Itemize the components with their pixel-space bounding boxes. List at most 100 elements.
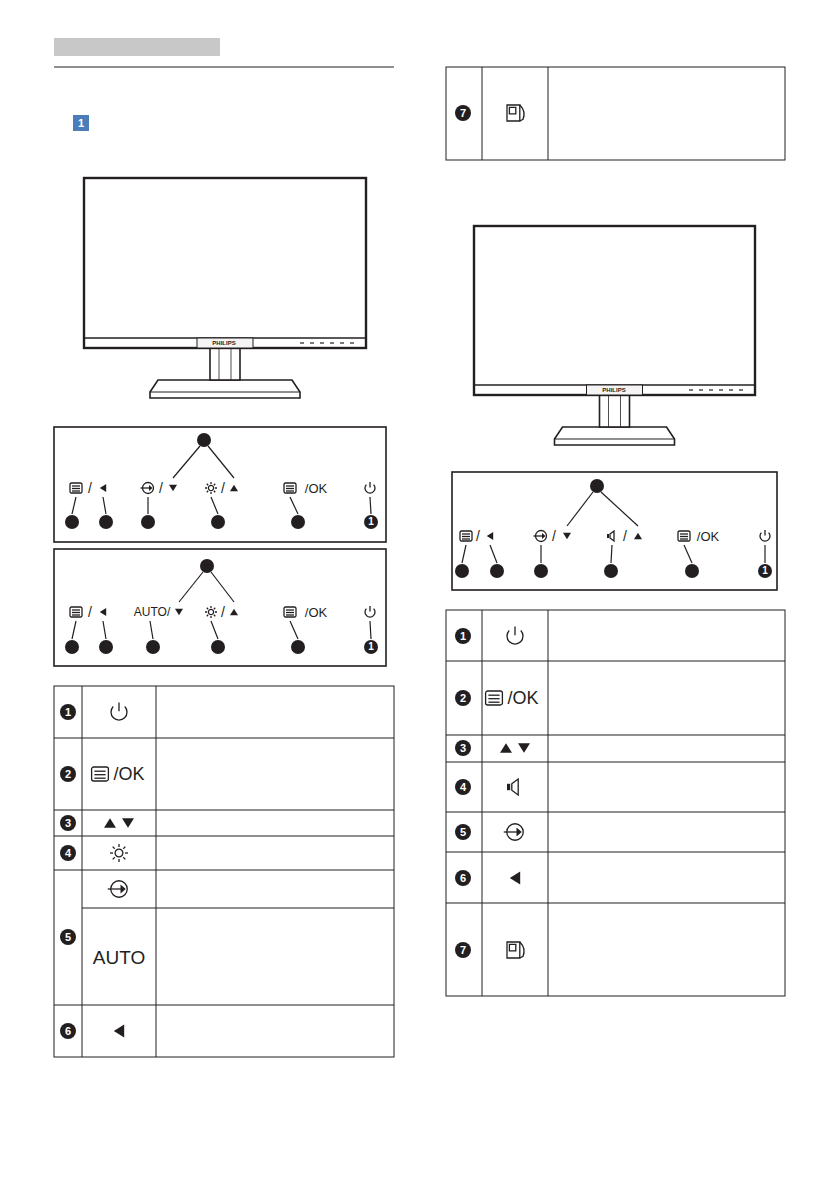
down-icon-part — [563, 533, 571, 539]
button-panel-part — [211, 572, 234, 602]
callout-number: 2 — [65, 769, 71, 780]
monitor-left-part — [197, 338, 253, 348]
menu-icon-part — [286, 490, 294, 491]
section-number-box — [73, 115, 89, 131]
callout-number: 4 — [65, 848, 71, 859]
callout-circle — [455, 105, 471, 121]
callout-circle — [60, 1023, 76, 1039]
button-panel-part — [208, 446, 234, 478]
sun-icon-part — [207, 491, 208, 492]
left-icon — [114, 1025, 124, 1038]
button-label: AUTO/ — [134, 606, 170, 618]
button-panel-part — [103, 497, 106, 514]
monitor-right-part — [739, 389, 743, 390]
menu-icon-part — [462, 536, 470, 537]
button-separator: / — [88, 481, 92, 495]
monitor-right-part — [608, 395, 609, 427]
menu-icon-part — [72, 485, 80, 486]
smart-icon-part — [520, 942, 524, 958]
controls-table-part — [54, 810, 394, 811]
left-icon — [487, 532, 493, 540]
menu-icon — [92, 767, 109, 781]
monitor-left-part — [330, 342, 334, 343]
power-icon-part — [369, 482, 370, 488]
sun-icon-part — [214, 484, 215, 485]
menu-icon-part — [70, 483, 82, 493]
controls-table-part — [54, 1005, 394, 1006]
button-separator: / — [221, 605, 225, 619]
monitor-left — [84, 178, 366, 398]
controls-table-part — [548, 610, 549, 996]
controls-table-part — [446, 852, 785, 853]
callout-circle — [455, 740, 471, 756]
callout-number: 1 — [368, 517, 374, 527]
monitor-right — [474, 226, 755, 445]
button-panel — [54, 427, 386, 542]
down-icon — [169, 485, 177, 491]
button-label: /OK — [507, 689, 538, 707]
up-icon — [500, 743, 512, 753]
callout-number: 1 — [460, 631, 466, 642]
sun-icon-part — [210, 492, 211, 494]
button-panel-part — [290, 497, 298, 514]
up-icon — [104, 818, 116, 828]
power-icon-part — [369, 606, 370, 612]
button-panel-part — [211, 640, 225, 654]
menu-icon-part — [284, 483, 296, 493]
monitor-right-part — [474, 226, 755, 395]
power-icon — [365, 482, 375, 493]
menu-icon-part — [70, 607, 82, 617]
button-panel-part — [65, 515, 79, 529]
button-label: AUTO — [93, 948, 145, 967]
up-icon-part — [104, 818, 116, 828]
callout-circle — [364, 640, 378, 654]
button-panel — [452, 472, 777, 590]
menu-icon-part — [486, 691, 503, 705]
callout-number: 6 — [460, 873, 466, 884]
button-separator: / — [221, 481, 225, 495]
callout-circle — [364, 515, 378, 529]
controls-table-part — [446, 610, 785, 996]
button-panel-part — [54, 549, 386, 666]
button-panel-part — [590, 479, 604, 493]
menu-icon — [460, 531, 472, 541]
menu-icon-part — [92, 767, 109, 781]
input-icon-part — [504, 831, 518, 832]
left-icon — [510, 872, 520, 885]
sun-icon-part — [214, 491, 215, 492]
sun-icon-part — [113, 857, 115, 859]
menu-icon — [284, 607, 296, 617]
monitor-right-part — [709, 389, 713, 390]
callout-circle — [455, 824, 471, 840]
monitor-left-part — [300, 342, 304, 343]
callout-number: 3 — [460, 743, 466, 754]
sun-icon-part — [210, 482, 211, 484]
menu-icon-part — [286, 614, 294, 615]
controls-table — [446, 67, 785, 160]
callout-circle — [455, 690, 471, 706]
button-panel-part — [604, 564, 618, 578]
input-icon — [141, 483, 154, 494]
button-panel-part — [370, 621, 371, 639]
left-icon — [100, 484, 106, 492]
menu-icon — [678, 531, 690, 541]
down-icon — [518, 743, 530, 753]
button-panel-part — [179, 572, 203, 602]
down-icon — [563, 533, 571, 539]
button-panel-part — [684, 545, 692, 563]
menu-icon-part — [488, 695, 499, 696]
menu-icon — [486, 691, 503, 705]
controls-table-part — [482, 67, 483, 160]
section-number: 1 — [78, 118, 84, 129]
monitor-right-part — [555, 439, 675, 440]
controls-table — [446, 610, 785, 996]
monitor-left-part — [150, 380, 300, 398]
menu-icon-part — [94, 778, 105, 779]
menu-icon-part — [488, 702, 499, 703]
sun-icon-part — [125, 852, 128, 853]
monitor-right-part — [620, 395, 621, 427]
power-icon — [760, 530, 770, 541]
power-icon-part — [764, 530, 765, 536]
down-icon — [175, 609, 183, 615]
input-icon-part — [121, 885, 126, 894]
